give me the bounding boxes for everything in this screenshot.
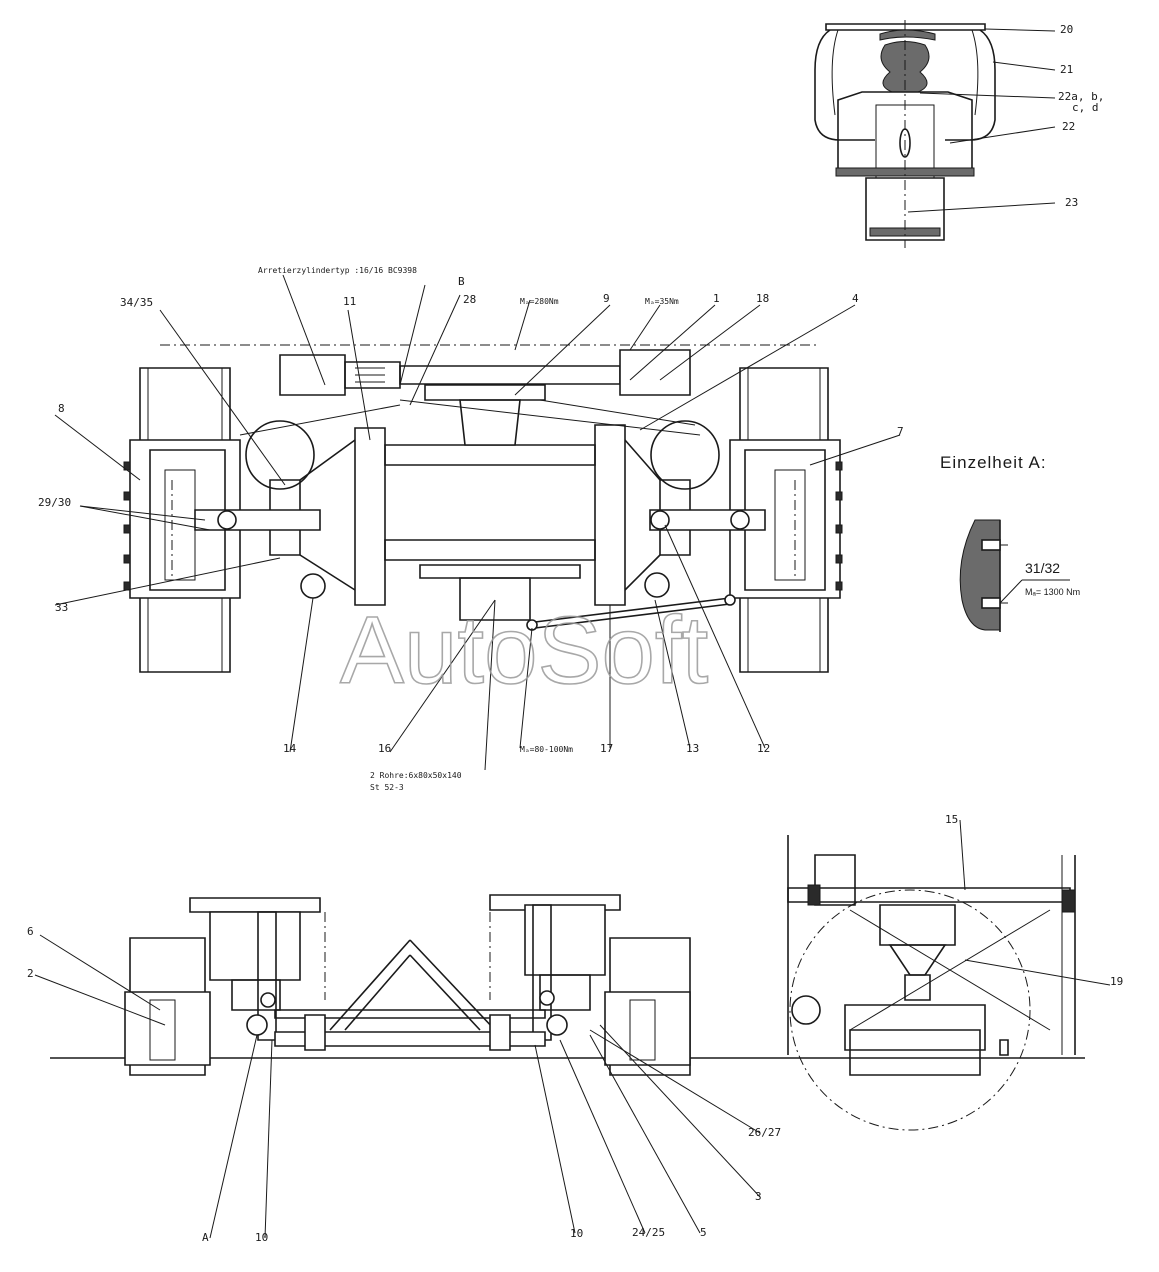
pipes-note-material: St 52-3 — [370, 783, 404, 792]
part-label-11: 11 — [343, 295, 356, 308]
part-label-6: 6 — [27, 925, 34, 938]
part-label-10-right: 10 — [570, 1227, 583, 1240]
part-label-16: 16 — [378, 742, 391, 755]
part-label-34-35: 34/35 — [120, 296, 153, 309]
part-label-21: 21 — [1060, 63, 1073, 76]
part-label-29-30: 29/30 — [38, 496, 71, 509]
side-detail-view — [787, 835, 1076, 1131]
torque-note-35: Mₐ=35Nm — [645, 297, 679, 306]
part-label-20: 20 — [1060, 23, 1073, 36]
part-label-5: 5 — [700, 1226, 707, 1239]
part-label-7: 7 — [897, 425, 904, 438]
part-label-9: 9 — [603, 292, 610, 305]
part-label-24-25: 24/25 — [632, 1226, 665, 1239]
part-label-26-27: 26/27 — [748, 1126, 781, 1139]
part-label-14: 14 — [283, 742, 297, 755]
part-label-28: 28 — [463, 293, 476, 306]
part-label-23: 23 — [1065, 196, 1078, 209]
detail-a-view — [959, 519, 1023, 632]
part-label-33: 33 — [55, 601, 68, 614]
leader-lines — [34, 274, 1111, 1239]
part-label-8: 8 — [58, 402, 65, 415]
part-label-22abcd-cont: c, d — [1072, 101, 1099, 114]
part-label-19: 19 — [1110, 975, 1123, 988]
detail-a-title: Einzelheit A: — [940, 453, 1047, 472]
part-label-1: 1 — [713, 292, 720, 305]
part-label-12: 12 — [757, 742, 770, 755]
part-label-b: B — [458, 275, 465, 288]
air-spring-section — [814, 20, 1056, 248]
part-label-31-32: 31/32 — [1025, 560, 1060, 576]
part-label-17: 17 — [600, 742, 613, 755]
axle-plan-view — [123, 344, 843, 673]
torque-note-280: Mₐ=280Nm — [520, 297, 559, 306]
torque-note-80-100: Mₐ=80-100Nm — [520, 745, 573, 754]
part-label-22abcd: 22a, b, — [1058, 90, 1104, 103]
torque-note-1300: Mₐ= 1300 Nm — [1025, 587, 1080, 597]
part-label-3: 3 — [755, 1190, 762, 1203]
autosoft-watermark: AutoSoft — [340, 597, 708, 704]
part-label-10-left: 10 — [255, 1231, 268, 1244]
pipes-note: 2 Rohre:6x80x50x140 — [370, 771, 462, 780]
part-label-22: 22 — [1062, 120, 1075, 133]
cylinder-type-note: Arretierzylindertyp :16/16 BC9398 — [258, 266, 417, 275]
part-labels: 20 21 22a, b, c, d 22 23 Arretierzylinde… — [27, 23, 1123, 1244]
part-label-15: 15 — [945, 813, 958, 826]
part-label-2: 2 — [27, 967, 34, 980]
part-label-13: 13 — [686, 742, 699, 755]
part-label-18: 18 — [756, 292, 769, 305]
part-label-4: 4 — [852, 292, 859, 305]
axle-rear-view — [50, 894, 1085, 1076]
part-label-a: A — [202, 1231, 209, 1244]
